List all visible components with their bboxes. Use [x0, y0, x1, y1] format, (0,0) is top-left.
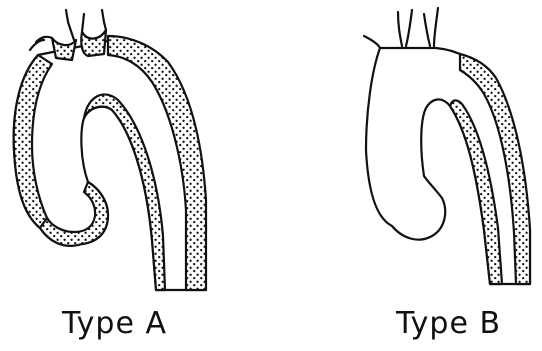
type-a-aorta	[14, 10, 206, 290]
type-a-left-branch-stub	[52, 38, 76, 60]
type-a-label: Type A	[62, 306, 167, 341]
type-b-branch-1	[364, 36, 380, 48]
type-b-branch-4	[424, 14, 430, 46]
type-a-branch-3	[82, 14, 84, 32]
type-a-branch-5	[30, 40, 44, 50]
type-b-label: Type B	[396, 306, 501, 341]
type-b-aorta	[364, 8, 530, 284]
type-b-branch-5	[434, 8, 438, 46]
type-a-branch-4	[102, 10, 106, 30]
type-b-branch-3	[406, 10, 412, 46]
type-b-branch-2	[398, 12, 402, 46]
type-a-middle-branch-stub	[81, 30, 106, 56]
type-b-lumen	[366, 48, 530, 284]
type-a-branch-2	[66, 10, 74, 40]
